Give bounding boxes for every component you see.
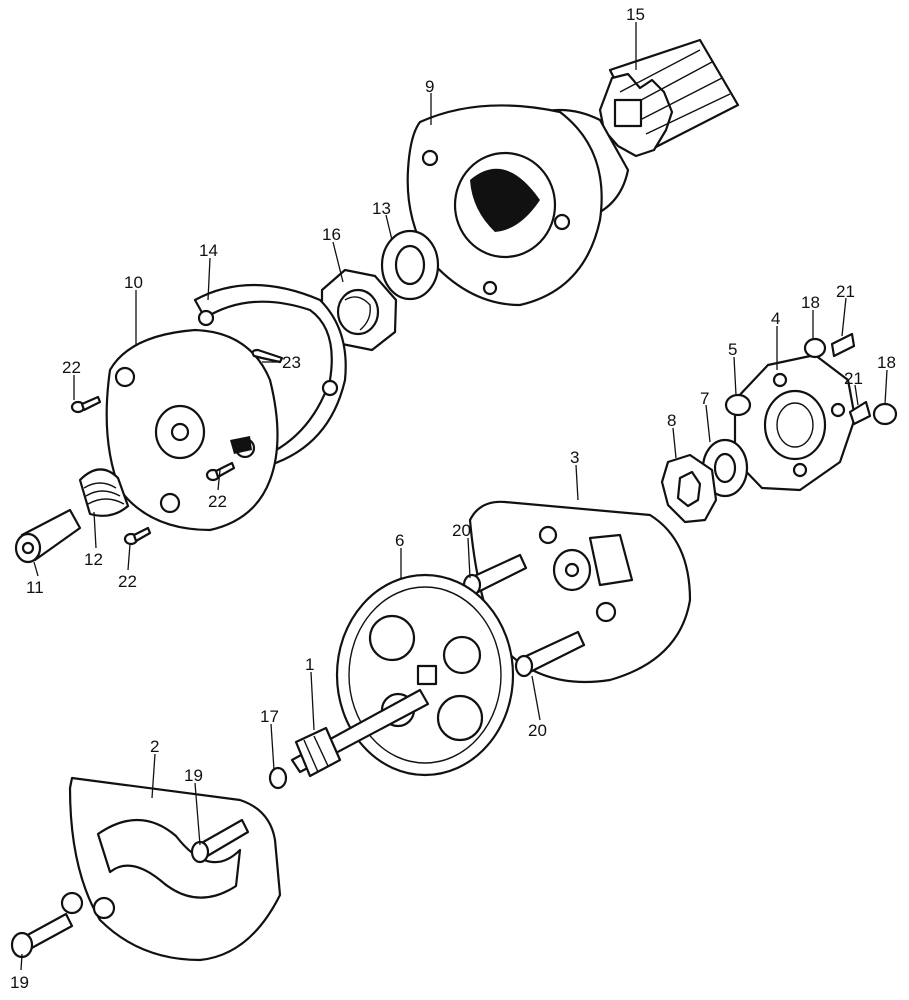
callout-21-b: 21 xyxy=(844,369,863,388)
part-22-screw-c xyxy=(123,526,152,546)
callout-3: 3 xyxy=(570,448,579,467)
callout-18-a: 18 xyxy=(801,293,820,312)
callout-2: 2 xyxy=(150,737,159,756)
callout-13: 13 xyxy=(372,199,391,218)
part-23-cotter-pin xyxy=(251,348,284,364)
callout-20-b: 20 xyxy=(528,721,547,740)
part-10-cover xyxy=(105,328,279,532)
part-9-housing xyxy=(406,104,630,307)
part-21-bolt-a xyxy=(830,332,856,358)
part-15-spline-gear xyxy=(598,38,740,158)
callout-8: 8 xyxy=(667,411,676,430)
part-17-washer xyxy=(268,766,288,790)
callout-22-b: 22 xyxy=(208,492,227,511)
callout-22-c: 22 xyxy=(118,572,137,591)
callout-19-a: 19 xyxy=(184,766,203,785)
part-18-o-ring-b xyxy=(872,402,898,426)
part-22-screw-a xyxy=(70,395,102,414)
part-12-spring xyxy=(78,468,130,517)
callout-22-a: 22 xyxy=(62,358,81,377)
callout-21-a: 21 xyxy=(836,282,855,301)
part-2-lower-case xyxy=(60,776,282,962)
callout-9: 9 xyxy=(425,77,434,96)
callout-labels: 15 9 13 16 14 10 22 23 22 12 11 22 18 21… xyxy=(10,5,896,992)
callout-19-b: 19 xyxy=(10,973,29,992)
callout-11: 11 xyxy=(26,578,44,597)
callout-17: 17 xyxy=(260,707,279,726)
part-20-bolt-b xyxy=(514,630,586,678)
callout-4: 4 xyxy=(771,309,780,328)
callout-1: 1 xyxy=(305,655,314,674)
callout-14: 14 xyxy=(199,241,218,260)
part-1-shaft xyxy=(290,688,430,778)
callout-20-a: 20 xyxy=(452,521,471,540)
leader-lines xyxy=(20,22,888,971)
part-21-bolt-b xyxy=(848,400,872,426)
callout-15: 15 xyxy=(626,5,645,24)
callout-16: 16 xyxy=(322,225,341,244)
callout-23: 23 xyxy=(282,353,301,372)
part-11-plunger xyxy=(14,508,82,564)
part-18-o-ring-a xyxy=(803,337,827,359)
callout-7: 7 xyxy=(700,389,709,408)
callout-6: 6 xyxy=(395,531,404,550)
part-6-drive-gear xyxy=(335,573,515,777)
part-19-bolt-b xyxy=(10,912,74,959)
part-3-pump-cover xyxy=(468,500,692,684)
part-5-o-ring xyxy=(724,393,752,417)
part-8-inner-rotor xyxy=(660,453,718,524)
part-13-washer xyxy=(380,229,440,301)
callout-18-b: 18 xyxy=(877,353,896,372)
part-4-pump-body xyxy=(733,353,857,492)
callout-12: 12 xyxy=(84,550,103,569)
callout-10: 10 xyxy=(124,273,143,292)
callout-5: 5 xyxy=(728,340,737,359)
